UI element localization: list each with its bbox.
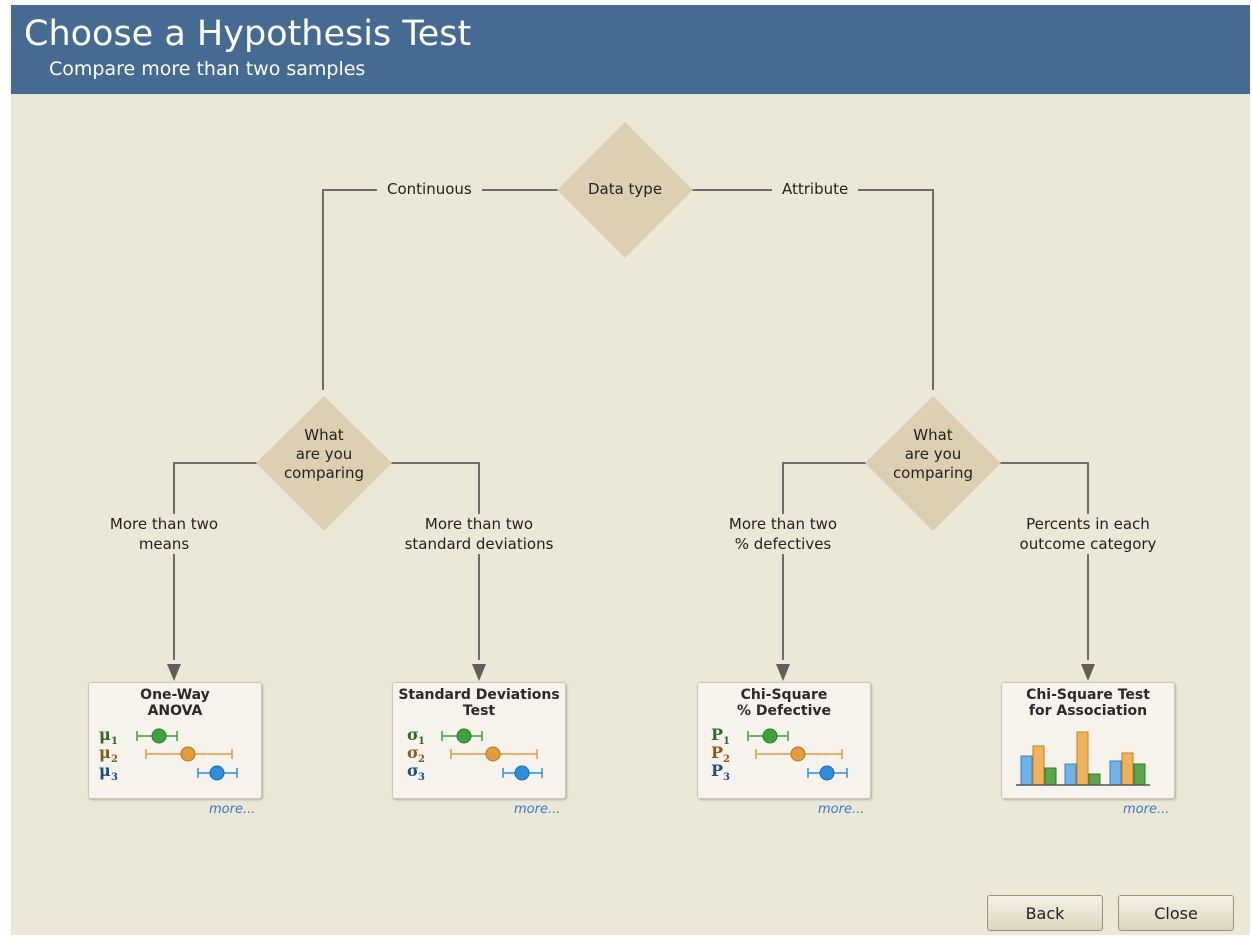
card-chi-square-association[interactable]: Chi-Square Test for Association <box>1001 682 1175 799</box>
branch-defectives-label: More than two % defectives <box>698 514 868 554</box>
page-subtitle: Compare more than two samples <box>49 58 366 80</box>
symbol-1: μ <box>99 725 111 744</box>
arrow-head <box>472 664 486 681</box>
decision-left-line2: are you <box>295 445 353 463</box>
card-title-line2: Test <box>462 703 496 719</box>
symbol-2: μ <box>99 743 111 762</box>
card-standard-deviations-test[interactable]: Standard Deviations Test σ 1 σ 2 σ 3 <box>392 682 566 799</box>
branch-percents-label: Percents in each outcome category <box>1003 514 1173 554</box>
subscript-3: 3 <box>111 772 118 783</box>
branch-means-line2: means <box>138 535 190 553</box>
decision-diamond-left <box>256 396 392 531</box>
branch-means-line1: More than two <box>109 515 219 533</box>
card-title-line2: ANOVA <box>147 703 203 719</box>
connector-percents <box>971 462 1089 660</box>
connector-means <box>173 462 281 660</box>
proportions-interval-icon: P 1 P 2 P 3 <box>711 725 848 783</box>
branch-defectives-line1: More than two <box>728 515 838 533</box>
decision-diamond-right <box>865 396 1001 531</box>
branch-std-devs-line1: More than two <box>424 515 534 533</box>
card-title-line2: % Defective <box>736 703 831 719</box>
subscript-2: 2 <box>418 754 425 765</box>
decision-data-type-label: Data type <box>587 180 663 198</box>
subscript-1: 1 <box>111 736 118 747</box>
card-title-line1: Chi-Square Test <box>1026 687 1150 703</box>
subscript-3: 3 <box>418 772 425 783</box>
subscript-1: 1 <box>723 736 730 747</box>
decision-right-line3: comparing <box>892 464 974 482</box>
hypothesis-test-window: Choose a Hypothesis Test Compare more th… <box>11 5 1250 935</box>
more-link-anova[interactable]: more... <box>209 802 256 817</box>
arrow-head <box>167 664 181 681</box>
symbol-2: P <box>711 743 723 762</box>
connector-defectives <box>782 462 886 660</box>
subscript-2: 2 <box>723 754 730 765</box>
back-button[interactable]: Back <box>987 895 1103 931</box>
branch-means-label: More than two means <box>84 514 244 554</box>
symbol-3: μ <box>99 761 111 780</box>
card-title: Chi-Square Test for Association <box>1002 687 1174 719</box>
decision-left-label: What are you comparing <box>264 426 384 483</box>
more-link-chi-square-association[interactable]: more... <box>1123 802 1170 817</box>
close-button[interactable]: Close <box>1118 895 1234 931</box>
symbol-2: σ <box>407 743 419 762</box>
symbol-3: σ <box>407 761 419 780</box>
decision-left-line3: comparing <box>283 464 365 482</box>
std-devs-interval-icon: σ 1 σ 2 σ 3 <box>407 725 543 783</box>
card-title: One-Way ANOVA <box>89 687 261 719</box>
symbol-3: P <box>711 761 723 780</box>
card-title: Chi-Square % Defective <box>698 687 870 719</box>
decision-right-line2: are you <box>904 445 962 463</box>
bar-chart-icon <box>1016 731 1150 786</box>
more-link-std-devs[interactable]: more... <box>514 802 561 817</box>
card-title: Standard Deviations Test <box>393 687 565 719</box>
branch-percents-line2: outcome category <box>1019 535 1157 553</box>
decision-left-line1: What <box>304 426 344 444</box>
card-one-way-anova[interactable]: One-Way ANOVA μ 1 μ 2 μ 3 <box>88 682 262 799</box>
flowchart <box>167 122 1095 681</box>
symbol-1: σ <box>407 725 419 744</box>
subscript-1: 1 <box>418 736 425 747</box>
branch-std-devs-label: More than two standard deviations <box>384 514 574 554</box>
branch-continuous-label: Continuous <box>377 179 482 199</box>
symbol-1: P <box>711 725 723 744</box>
subscript-3: 3 <box>723 772 730 783</box>
decision-right-label: What are you comparing <box>873 426 993 483</box>
connector-continuous <box>322 189 571 390</box>
branch-percents-line1: Percents in each <box>1026 515 1150 533</box>
more-link-chi-square-defective[interactable]: more... <box>818 802 865 817</box>
page-title: Choose a Hypothesis Test <box>24 14 472 54</box>
arrow-head <box>776 664 790 681</box>
connector-std-devs <box>366 462 480 660</box>
card-title-line2: for Association <box>1028 703 1148 719</box>
decision-diamond-data-type <box>557 122 693 258</box>
header-bar: Choose a Hypothesis Test Compare more th… <box>11 5 1250 94</box>
branch-defectives-line2: % defectives <box>734 535 832 553</box>
means-interval-icon: μ 1 μ 2 μ 3 <box>99 725 238 783</box>
connector-attribute <box>686 189 934 390</box>
branch-std-devs-line2: standard deviations <box>404 535 554 553</box>
card-title-line1: One-Way <box>140 687 210 703</box>
decision-right-line1: What <box>913 426 953 444</box>
card-chi-square-percent-defective[interactable]: Chi-Square % Defective P 1 P 2 P 3 <box>697 682 871 799</box>
subscript-2: 2 <box>111 754 118 765</box>
arrow-head <box>1081 664 1095 681</box>
card-title-line1: Chi-Square <box>740 687 828 703</box>
branch-attribute-label: Attribute <box>772 179 859 199</box>
card-title-line1: Standard Deviations <box>398 687 560 703</box>
